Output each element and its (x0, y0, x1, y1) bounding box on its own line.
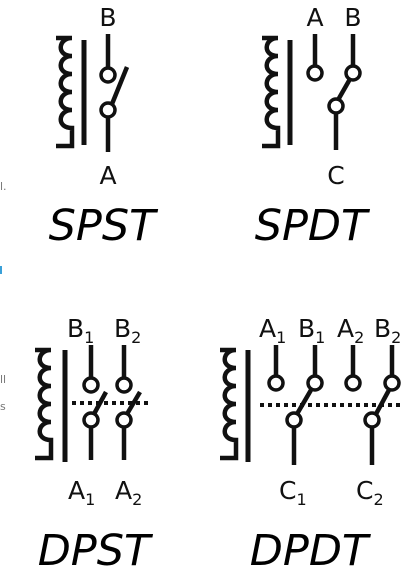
spst-label-a: A (99, 161, 116, 190)
spst-contact-a (99, 101, 117, 119)
dpst-label-a2: A2 (115, 476, 142, 509)
dpst-label-a1: A1 (68, 476, 95, 509)
dpst-switch-arm-2 (125, 390, 142, 416)
dpdt-switch-arm-1 (295, 388, 313, 416)
spdt-title: SPDT (255, 201, 371, 251)
dpdt-label-a1: A1 (259, 314, 286, 347)
dpst-title: DPST (38, 526, 154, 576)
dpdt-title: DPDT (250, 526, 372, 576)
dpdt-coil-symbol (220, 347, 239, 461)
spst-switch-arm (109, 66, 130, 105)
margin-fragment: ll (0, 373, 6, 386)
dpst-panel: B1 B2 A1 A2 DPST (35, 314, 154, 576)
dpst-label-b1: B1 (67, 314, 94, 347)
spdt-switch-arm (336, 77, 352, 102)
margin-fragment: s (0, 400, 6, 413)
dpdt-contact-b2 (383, 374, 401, 392)
spst-coil-symbol (56, 35, 75, 149)
margin-accent-mark (0, 266, 2, 274)
dpst-coil-symbol (35, 347, 54, 461)
dpdt-label-a2: A2 (337, 314, 364, 347)
spdt-label-c: C (327, 161, 344, 190)
dpdt-label-c2: C2 (356, 476, 384, 509)
dpst-label-b2: B2 (114, 314, 141, 347)
spst-title: SPST (49, 201, 160, 251)
dpdt-label-b2: B2 (374, 314, 401, 347)
dpdt-label-c1: C1 (279, 476, 307, 509)
dpst-contact-b2 (115, 376, 133, 394)
spst-label-b: B (99, 3, 116, 32)
spst-contact-b (99, 66, 117, 84)
dpdt-panel: A1 B1 A2 B2 C1 C2 DPDT (220, 314, 401, 576)
spdt-panel: A B C SPDT (255, 3, 371, 251)
dpdt-contact-b1 (306, 374, 324, 392)
spdt-contact-a (306, 64, 324, 82)
dpdt-contact-a1 (267, 374, 285, 392)
spdt-label-b: B (344, 3, 361, 32)
dpst-contact-b1 (82, 376, 100, 394)
dpst-switch-arm-1 (92, 390, 108, 416)
spdt-coil-symbol (262, 35, 281, 149)
spdt-label-a: A (306, 3, 323, 32)
dpdt-label-b1: B1 (298, 314, 325, 347)
dpst-contact-a2 (115, 411, 133, 429)
margin-fragment: l. (0, 180, 7, 193)
dpst-contact-a1 (82, 411, 100, 429)
spdt-contact-c (327, 97, 345, 115)
dpdt-contact-c1 (285, 411, 303, 429)
spdt-contact-b (344, 64, 362, 82)
dpdt-contact-a2 (344, 374, 362, 392)
spst-panel: B A SPST (49, 3, 160, 251)
dpdt-contact-c2 (363, 411, 381, 429)
dpdt-switch-arm-2 (374, 388, 391, 416)
